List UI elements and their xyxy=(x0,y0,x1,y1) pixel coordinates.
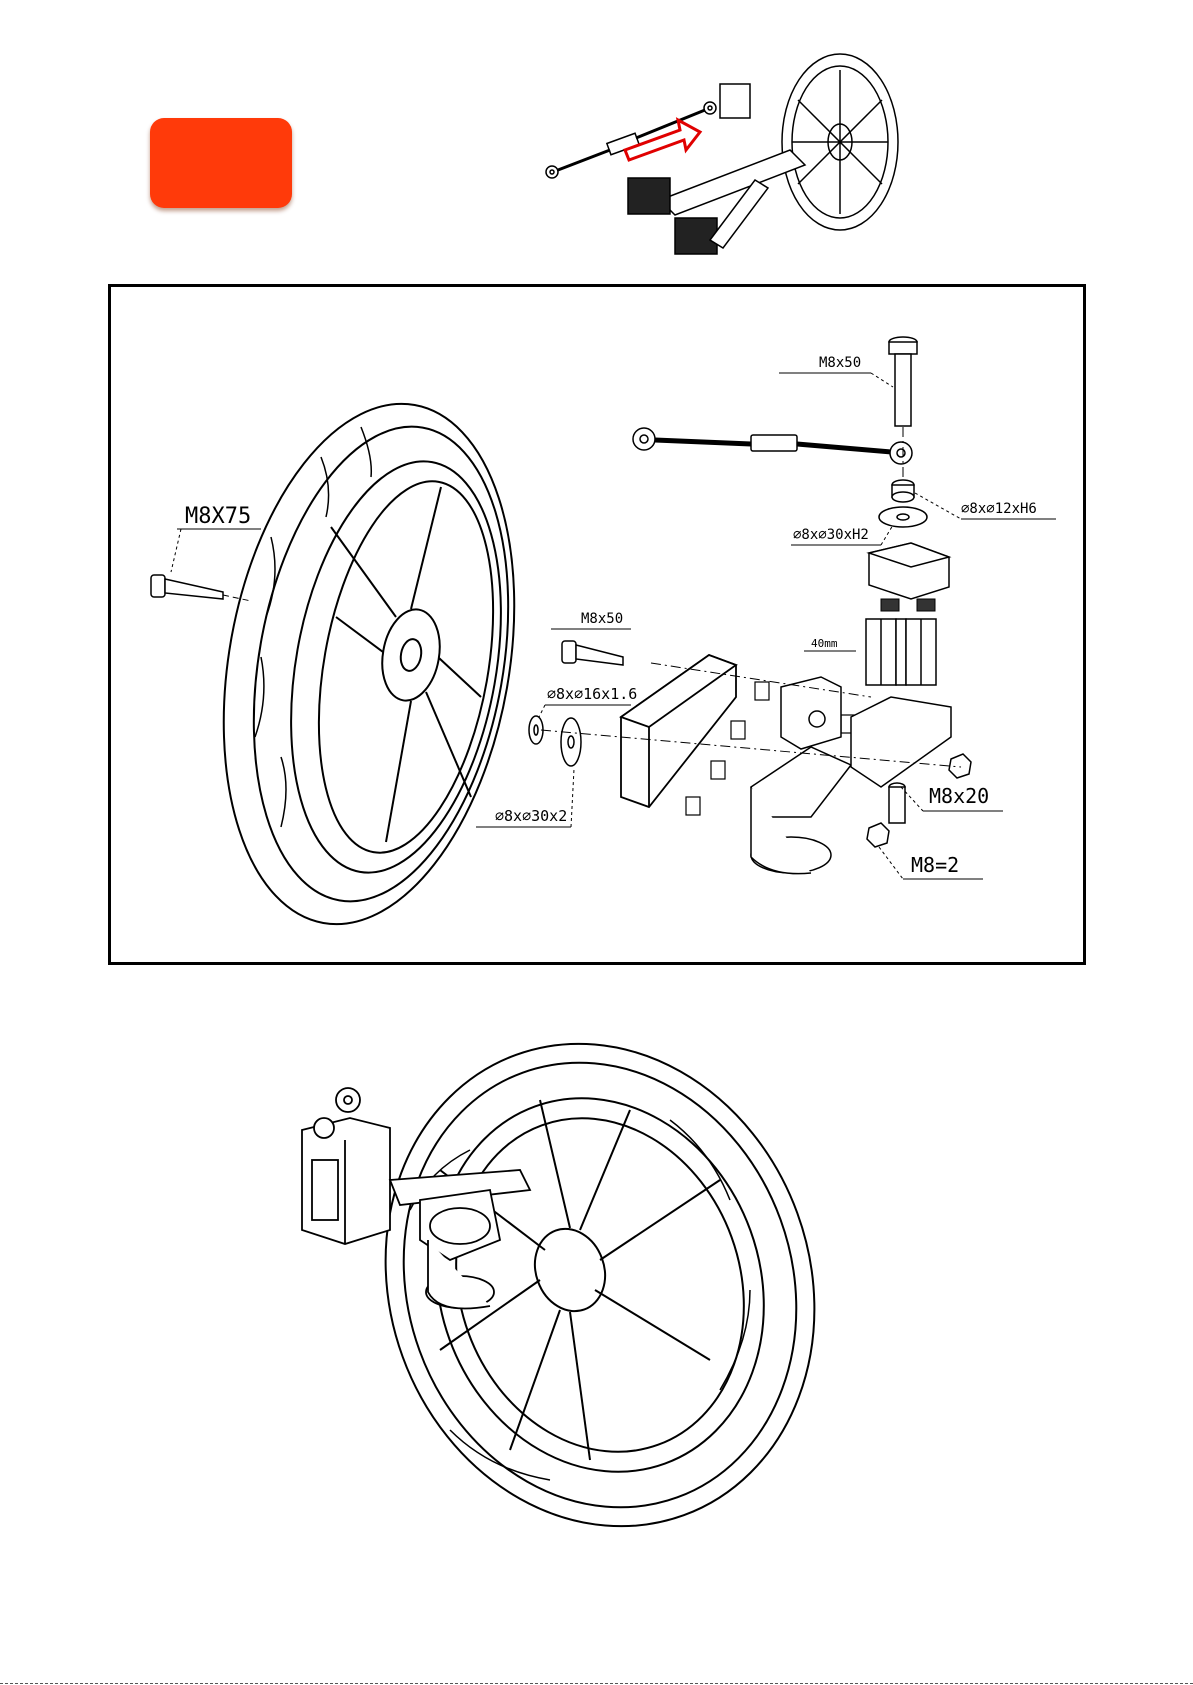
label-washer-8x30-h2: ⌀8x⌀30xH2 xyxy=(793,527,869,543)
swivel-base xyxy=(751,747,851,874)
profile-40mm xyxy=(866,619,936,685)
label-spacer-8x12: ⌀8x⌀12xH6 xyxy=(961,501,1037,517)
bolt-m8x75 xyxy=(151,575,251,601)
label-washer-8x30x2: ⌀8x⌀30x2 xyxy=(495,807,567,825)
label-nut-m8: M8=2 xyxy=(911,853,959,877)
washer-8x30-h2 xyxy=(879,507,927,527)
assembled-bracket xyxy=(302,1088,530,1309)
page-footer-line xyxy=(0,1683,1193,1684)
mounting-plate xyxy=(621,655,736,807)
exploded-view-frame: M8X75 M8x50 ⌀8x⌀12xH6 xyxy=(108,284,1086,965)
step-badge xyxy=(150,118,292,208)
tie-rod xyxy=(633,428,912,464)
t-nuts xyxy=(881,599,935,611)
exploded-view-drawing: M8X75 M8x50 ⌀8x⌀12xH6 xyxy=(111,287,1083,962)
label-profile-40mm: 40mm xyxy=(811,637,838,650)
washer-8x30x2 xyxy=(561,718,581,766)
label-bolt-m8x20: M8x20 xyxy=(929,784,989,808)
assembled-view xyxy=(290,1030,830,1540)
base-plate xyxy=(851,697,951,787)
tie-rod-preview xyxy=(546,92,745,178)
washer-8x16 xyxy=(529,716,543,744)
label-bolt-m8x75: M8X75 xyxy=(185,504,251,529)
label-bolt-m8x50-top: M8x50 xyxy=(819,355,861,371)
assembled-wheel xyxy=(319,1030,830,1540)
label-washer-8x16: ⌀8x⌀16x1.6 xyxy=(547,685,637,703)
bolt-m8x50-top xyxy=(889,337,917,426)
spacer-8x12 xyxy=(892,480,914,502)
preview-illustration xyxy=(540,50,920,262)
label-bolt-m8x50-mid: M8x50 xyxy=(581,611,623,627)
bolt-m8x50-mid xyxy=(562,641,623,665)
top-block xyxy=(869,543,949,599)
wheel xyxy=(185,381,552,948)
wheel-preview xyxy=(782,54,898,230)
